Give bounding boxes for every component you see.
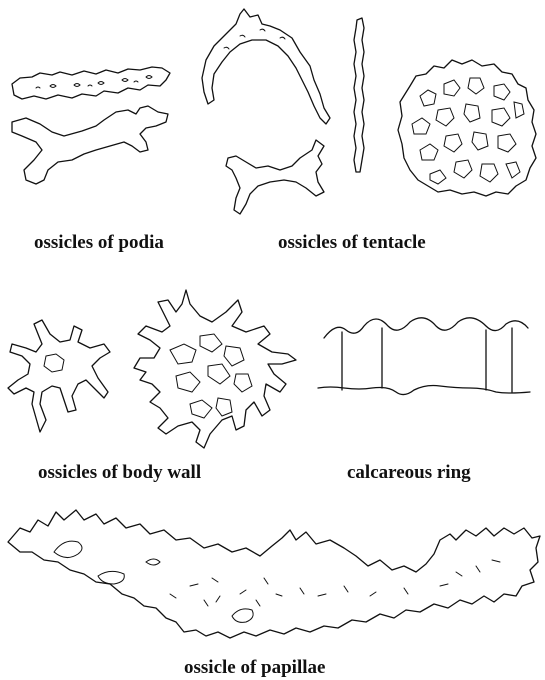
body-wall-label: ossicles of body wall <box>38 462 201 483</box>
tentacle-label: ossicles of tentacle <box>278 232 426 253</box>
papillae-ossicle-outline <box>8 510 540 638</box>
body-wall-large-holes <box>170 334 252 418</box>
podia-rod-ossicle <box>12 67 170 99</box>
podia-ossicles <box>12 67 170 184</box>
podia-rod-holes <box>36 76 152 89</box>
ring-label: calcareous ring <box>347 462 471 483</box>
papillae-label: ossicle of papillae <box>184 657 325 678</box>
calcareous-ring <box>318 318 530 395</box>
tentacle-ossicles <box>202 9 536 214</box>
tentacle-rod-ossicle <box>354 18 364 172</box>
ring-top-outline <box>324 318 528 338</box>
body-wall-small-ossicle <box>8 320 110 432</box>
body-wall-ossicles <box>8 290 296 448</box>
tentacle-plate-holes <box>412 78 524 184</box>
body-wall-large-ossicle <box>134 290 296 448</box>
podia-label: ossicles of podia <box>34 232 164 253</box>
podia-branched-ossicle <box>12 106 168 184</box>
papillae-ossicle <box>8 510 540 638</box>
tentacle-arch-holes <box>224 29 285 49</box>
tentacle-x-ossicle <box>226 140 324 214</box>
papillae-holes <box>54 541 500 622</box>
tentacle-arch-ossicle <box>202 9 330 124</box>
ring-bottom-outline <box>318 386 530 395</box>
body-wall-small-holes <box>44 354 64 372</box>
